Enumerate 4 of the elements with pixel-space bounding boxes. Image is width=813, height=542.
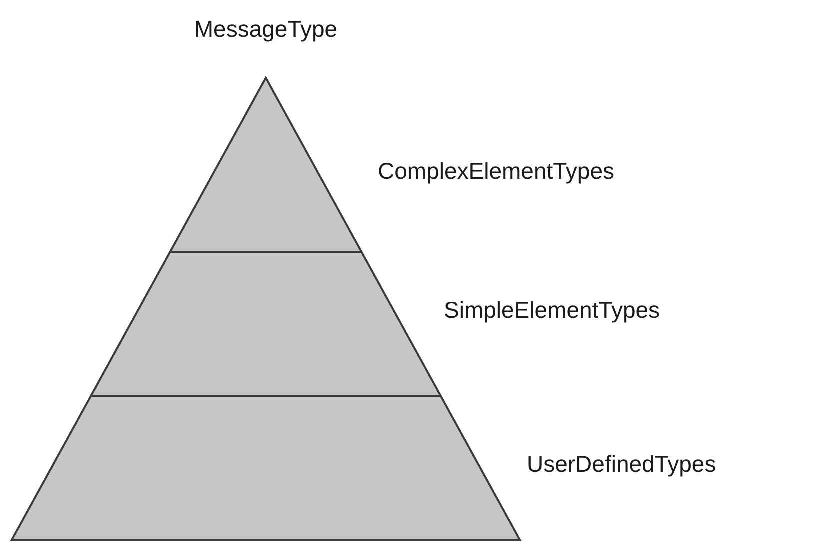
- tier-label: SimpleElementTypes: [444, 299, 660, 322]
- tier-label: UserDefinedTypes: [527, 453, 716, 476]
- tier-label: ComplexElementTypes: [378, 160, 614, 183]
- apex-label: MessageType: [193, 18, 339, 41]
